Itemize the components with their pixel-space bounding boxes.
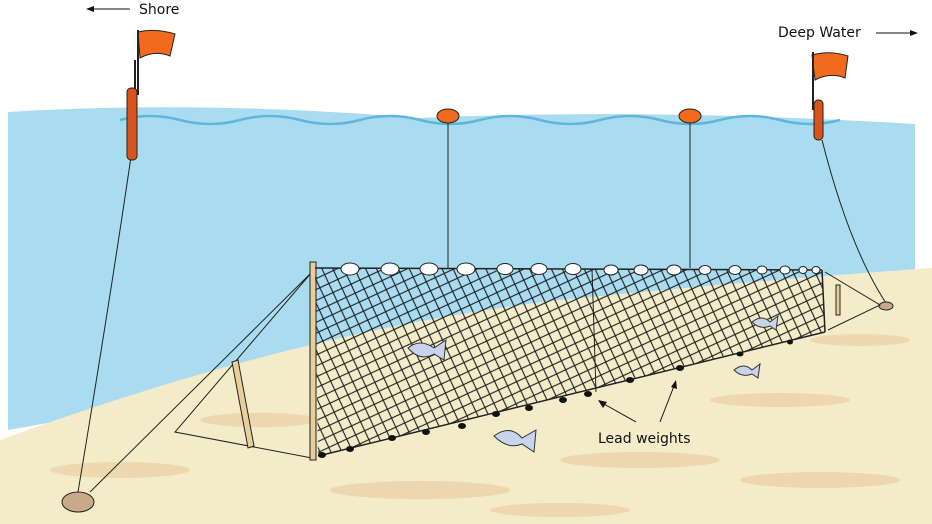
lead-weights (318, 339, 793, 458)
deep-water-label: Deep Water (778, 25, 861, 41)
lead-weights-label: Lead weights (598, 431, 691, 447)
shore-label-group: Shore (86, 2, 179, 18)
flag-icon (811, 52, 849, 81)
arrow-left-icon (86, 6, 94, 12)
shore-label: Shore (139, 2, 179, 18)
arrow-icon (598, 400, 607, 408)
deep-water-marker-buoy (811, 52, 894, 311)
surface-floats (436, 108, 702, 268)
anchor-rock (61, 491, 95, 513)
net-floats (340, 262, 821, 276)
arrow-icon (671, 380, 677, 389)
lead-weights-label-group: Lead weights (598, 380, 691, 447)
net-stakes (89, 261, 882, 493)
shore-marker-buoy (61, 29, 176, 513)
water-surface (119, 114, 841, 126)
flag-icon (137, 29, 176, 59)
sand-patches (50, 334, 910, 517)
arrow-right-icon (910, 30, 918, 36)
deep-water-label-group: Deep Water (778, 25, 918, 41)
fish (407, 314, 779, 453)
